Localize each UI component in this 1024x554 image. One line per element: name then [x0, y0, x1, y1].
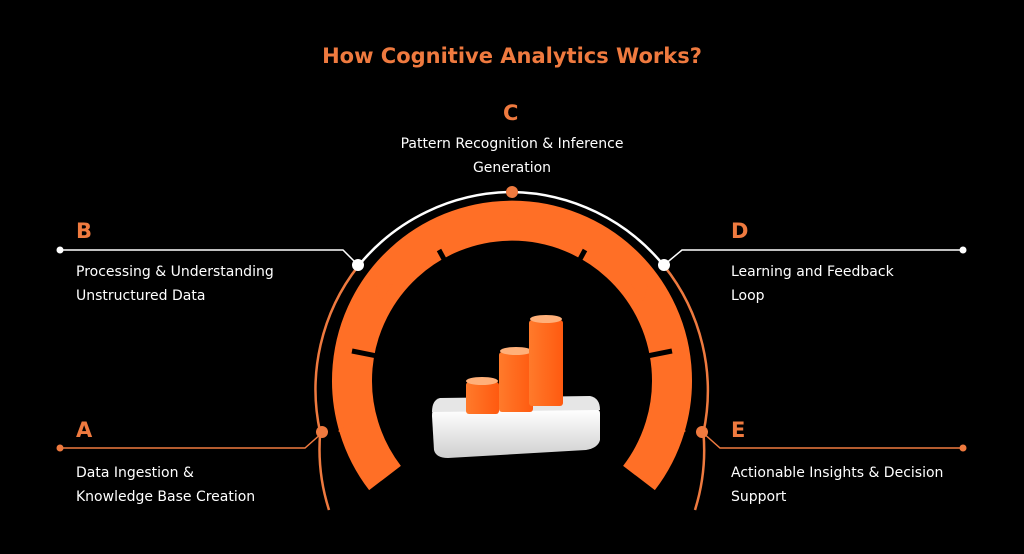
- pointer-a-icon: [338, 420, 356, 442]
- dot-e-ring: [696, 426, 708, 438]
- connector-d: [663, 249, 963, 266]
- step-a-description: Data Ingestion & Knowledge Base Creation: [76, 461, 255, 509]
- outer-ring: [314, 190, 710, 511]
- dot-e-end: [959, 444, 967, 452]
- step-e-line-1: Actionable Insights & Decision: [731, 465, 944, 481]
- step-d-letter: D: [731, 219, 749, 243]
- step-e-letter: E: [731, 418, 746, 442]
- gauge-divider-1: [351, 348, 393, 362]
- step-a-letter: A: [76, 418, 93, 442]
- gauge-divider-2: [436, 248, 460, 285]
- outer-ring-right-lower: [693, 432, 706, 511]
- dot-b-end: [56, 246, 64, 254]
- connector-a: [60, 432, 323, 449]
- pointer-e-icon: [668, 420, 686, 442]
- step-a-line-1: Data Ingestion &: [76, 465, 194, 481]
- gauge-divider-3: [564, 248, 588, 285]
- dot-d-ring: [658, 259, 670, 271]
- step-a-line-2: Knowledge Base Creation: [76, 489, 256, 505]
- connector-lines: [60, 249, 963, 449]
- step-d-line-2: Loop: [731, 288, 765, 304]
- step-b-description: Processing & Understanding Unstructured …: [76, 260, 274, 308]
- outer-ring-left-mid: [314, 265, 360, 433]
- step-d-description: Learning and Feedback Loop: [731, 260, 894, 308]
- dot-c-ring: [506, 186, 518, 198]
- page-title: How Cognitive Analytics Works?: [322, 44, 702, 68]
- outer-ring-left-lower: [318, 432, 331, 511]
- step-c-letter: C: [503, 101, 519, 125]
- step-e-description: Actionable Insights & Decision Support: [731, 461, 943, 509]
- outer-ring-right-upper: [511, 190, 665, 267]
- step-e-line-2: Support: [731, 489, 787, 505]
- step-c-line-2: Generation: [472, 160, 552, 176]
- step-c-line-1: Pattern Recognition & Inference: [400, 136, 624, 152]
- dot-b-ring: [352, 259, 364, 271]
- step-b-line-1: Processing & Understanding: [76, 264, 274, 280]
- gauge-divider-4: [631, 348, 673, 362]
- pointer-c-icon: [503, 207, 521, 227]
- step-d-line-1: Learning and Feedback: [731, 264, 894, 280]
- outer-ring-left-upper: [357, 190, 513, 267]
- step-b-line-2: Unstructured Data: [76, 288, 206, 304]
- step-c-description: Pattern Recognition & Inference Generati…: [362, 132, 662, 180]
- outer-ring-right-mid: [663, 265, 710, 433]
- dot-d-end: [959, 246, 967, 254]
- connector-b: [60, 249, 359, 266]
- dot-a-end: [56, 444, 64, 452]
- gauge-pointers: [338, 207, 686, 442]
- connector-dots: [56, 186, 967, 452]
- pointer-b-icon: [376, 284, 393, 301]
- bar-chart-icon: [432, 315, 600, 458]
- dot-a-ring: [316, 426, 328, 438]
- pointer-d-icon: [631, 284, 648, 301]
- connector-e: [701, 431, 963, 449]
- step-b-letter: B: [76, 219, 93, 243]
